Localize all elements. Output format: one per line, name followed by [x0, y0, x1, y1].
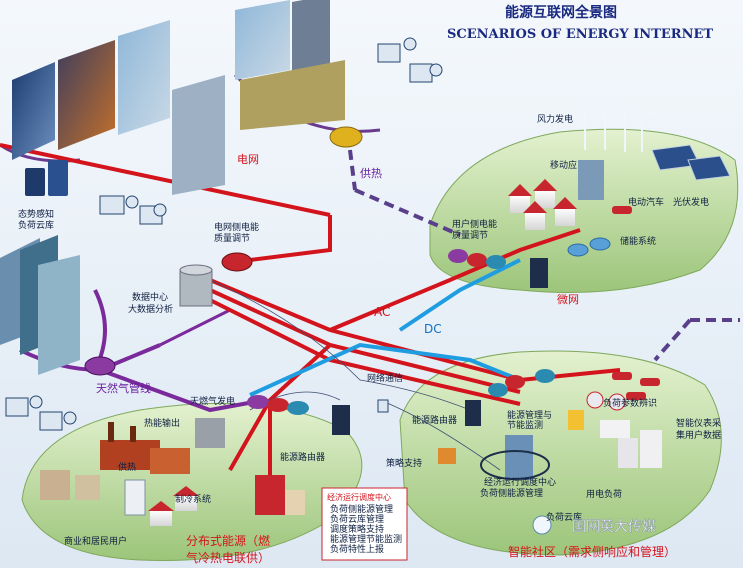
- label-power-grid: 电网: [237, 153, 259, 166]
- watermark: 国网英大传媒: [572, 518, 656, 535]
- router-nodes: [84, 126, 555, 415]
- microgrid-houses: [508, 160, 604, 230]
- label-distributed-2: 气冷热电联供）: [186, 550, 270, 565]
- photo-panels-mid: [0, 235, 80, 375]
- label-pv: 光伏发电: [673, 196, 709, 208]
- title-en: SCENARIOS OF ENERGY INTERNET: [447, 27, 713, 42]
- label-center-1: 经济运行调度中心: [484, 476, 556, 488]
- label-mgmt-1: 能源管理与: [507, 409, 552, 421]
- dispatch-item: 负荷特性上报: [330, 543, 384, 555]
- heat-dashed-link: [354, 188, 461, 237]
- label-energy-router-left: 能源路由器: [280, 451, 325, 463]
- community-buildings: [438, 391, 662, 535]
- server-icons: [25, 160, 548, 435]
- label-consumer-load: 用电负荷: [586, 488, 622, 500]
- gas-branch: [159, 308, 231, 347]
- label-smart-community: 智能社区（需求侧响应和管理）: [508, 544, 676, 559]
- label-mobile: 移动应: [550, 159, 577, 171]
- label-dc: DC: [424, 322, 442, 336]
- label-smart-meter-1: 智能仪表采: [676, 417, 721, 429]
- label-heat-output: 热能输出: [144, 417, 180, 429]
- label-situation-cloud: 态势感知: [18, 208, 54, 220]
- label-ac: AC: [374, 305, 390, 319]
- label-storage: 储能系统: [620, 235, 656, 247]
- storage-cylinders: [567, 237, 611, 257]
- label-gas-pipeline: 天然气管线: [96, 381, 151, 395]
- label-gas-gen: 天燃气发电: [190, 395, 235, 407]
- label-ev: 电动汽车: [628, 196, 664, 208]
- label-user-quality-1: 用户侧电能: [452, 218, 497, 230]
- dispatch-item: 负荷云库管理: [330, 513, 384, 525]
- dispatch-item: 负荷侧能源管理: [330, 503, 393, 515]
- dispatch-item: 调度策略支持: [330, 523, 384, 535]
- label-net-comm: 网络通信: [367, 372, 403, 384]
- photo-panels-top: [235, 0, 345, 130]
- dispatch-box-title: 经济运行调度中心: [327, 492, 391, 502]
- gas-line-right: [99, 368, 266, 413]
- label-cooling: 制冷系统: [175, 493, 211, 505]
- label-load-cloud: 负荷云库: [18, 219, 54, 231]
- label-distributed-1: 分布式能源（燃: [186, 533, 270, 548]
- factory-buildings: [40, 418, 305, 526]
- label-mgmt-2: 节能监测: [507, 419, 543, 431]
- title-cn: 能源互联网全景图: [505, 4, 617, 21]
- photo-panels-left: [12, 20, 225, 195]
- label-heating: 供热: [360, 166, 382, 180]
- wind-turbines: [574, 92, 656, 152]
- heat-dashed-drop: [348, 149, 357, 191]
- label-load-param: 负荷参数辨识: [603, 397, 657, 409]
- pv-panels: [651, 144, 731, 181]
- label-wind: 风力发电: [537, 113, 573, 125]
- label-user-quality-2: 质量调节: [452, 229, 488, 241]
- label-strategy: 策略支持: [386, 457, 422, 469]
- ev-cars: [612, 206, 660, 400]
- label-datacenter-2: 大数据分析: [128, 303, 173, 315]
- dc-line: [249, 258, 521, 397]
- operator-icons: [5, 37, 443, 431]
- label-commercial: 商业和居民用户: [64, 535, 127, 547]
- label-center-2: 负荷侧能源管理: [480, 487, 543, 499]
- label-heat-supply: 供热: [118, 461, 136, 473]
- label-grid-quality-2: 质量调节: [214, 232, 250, 244]
- dispatch-box: [321, 487, 408, 561]
- label-grid-quality-1: 电网侧电能: [214, 221, 259, 233]
- label-datacenter-1: 数据中心: [132, 291, 168, 303]
- label-microgrid: 微网: [557, 292, 579, 306]
- label-load-cloud2: 负荷云库: [546, 511, 582, 523]
- dispatch-item: 能源管理节能监测: [330, 533, 402, 545]
- label-smart-meter-2: 集用户数据: [676, 429, 721, 441]
- community-dashed-link: [653, 318, 740, 362]
- label-energy-router-right: 能源路由器: [412, 414, 457, 426]
